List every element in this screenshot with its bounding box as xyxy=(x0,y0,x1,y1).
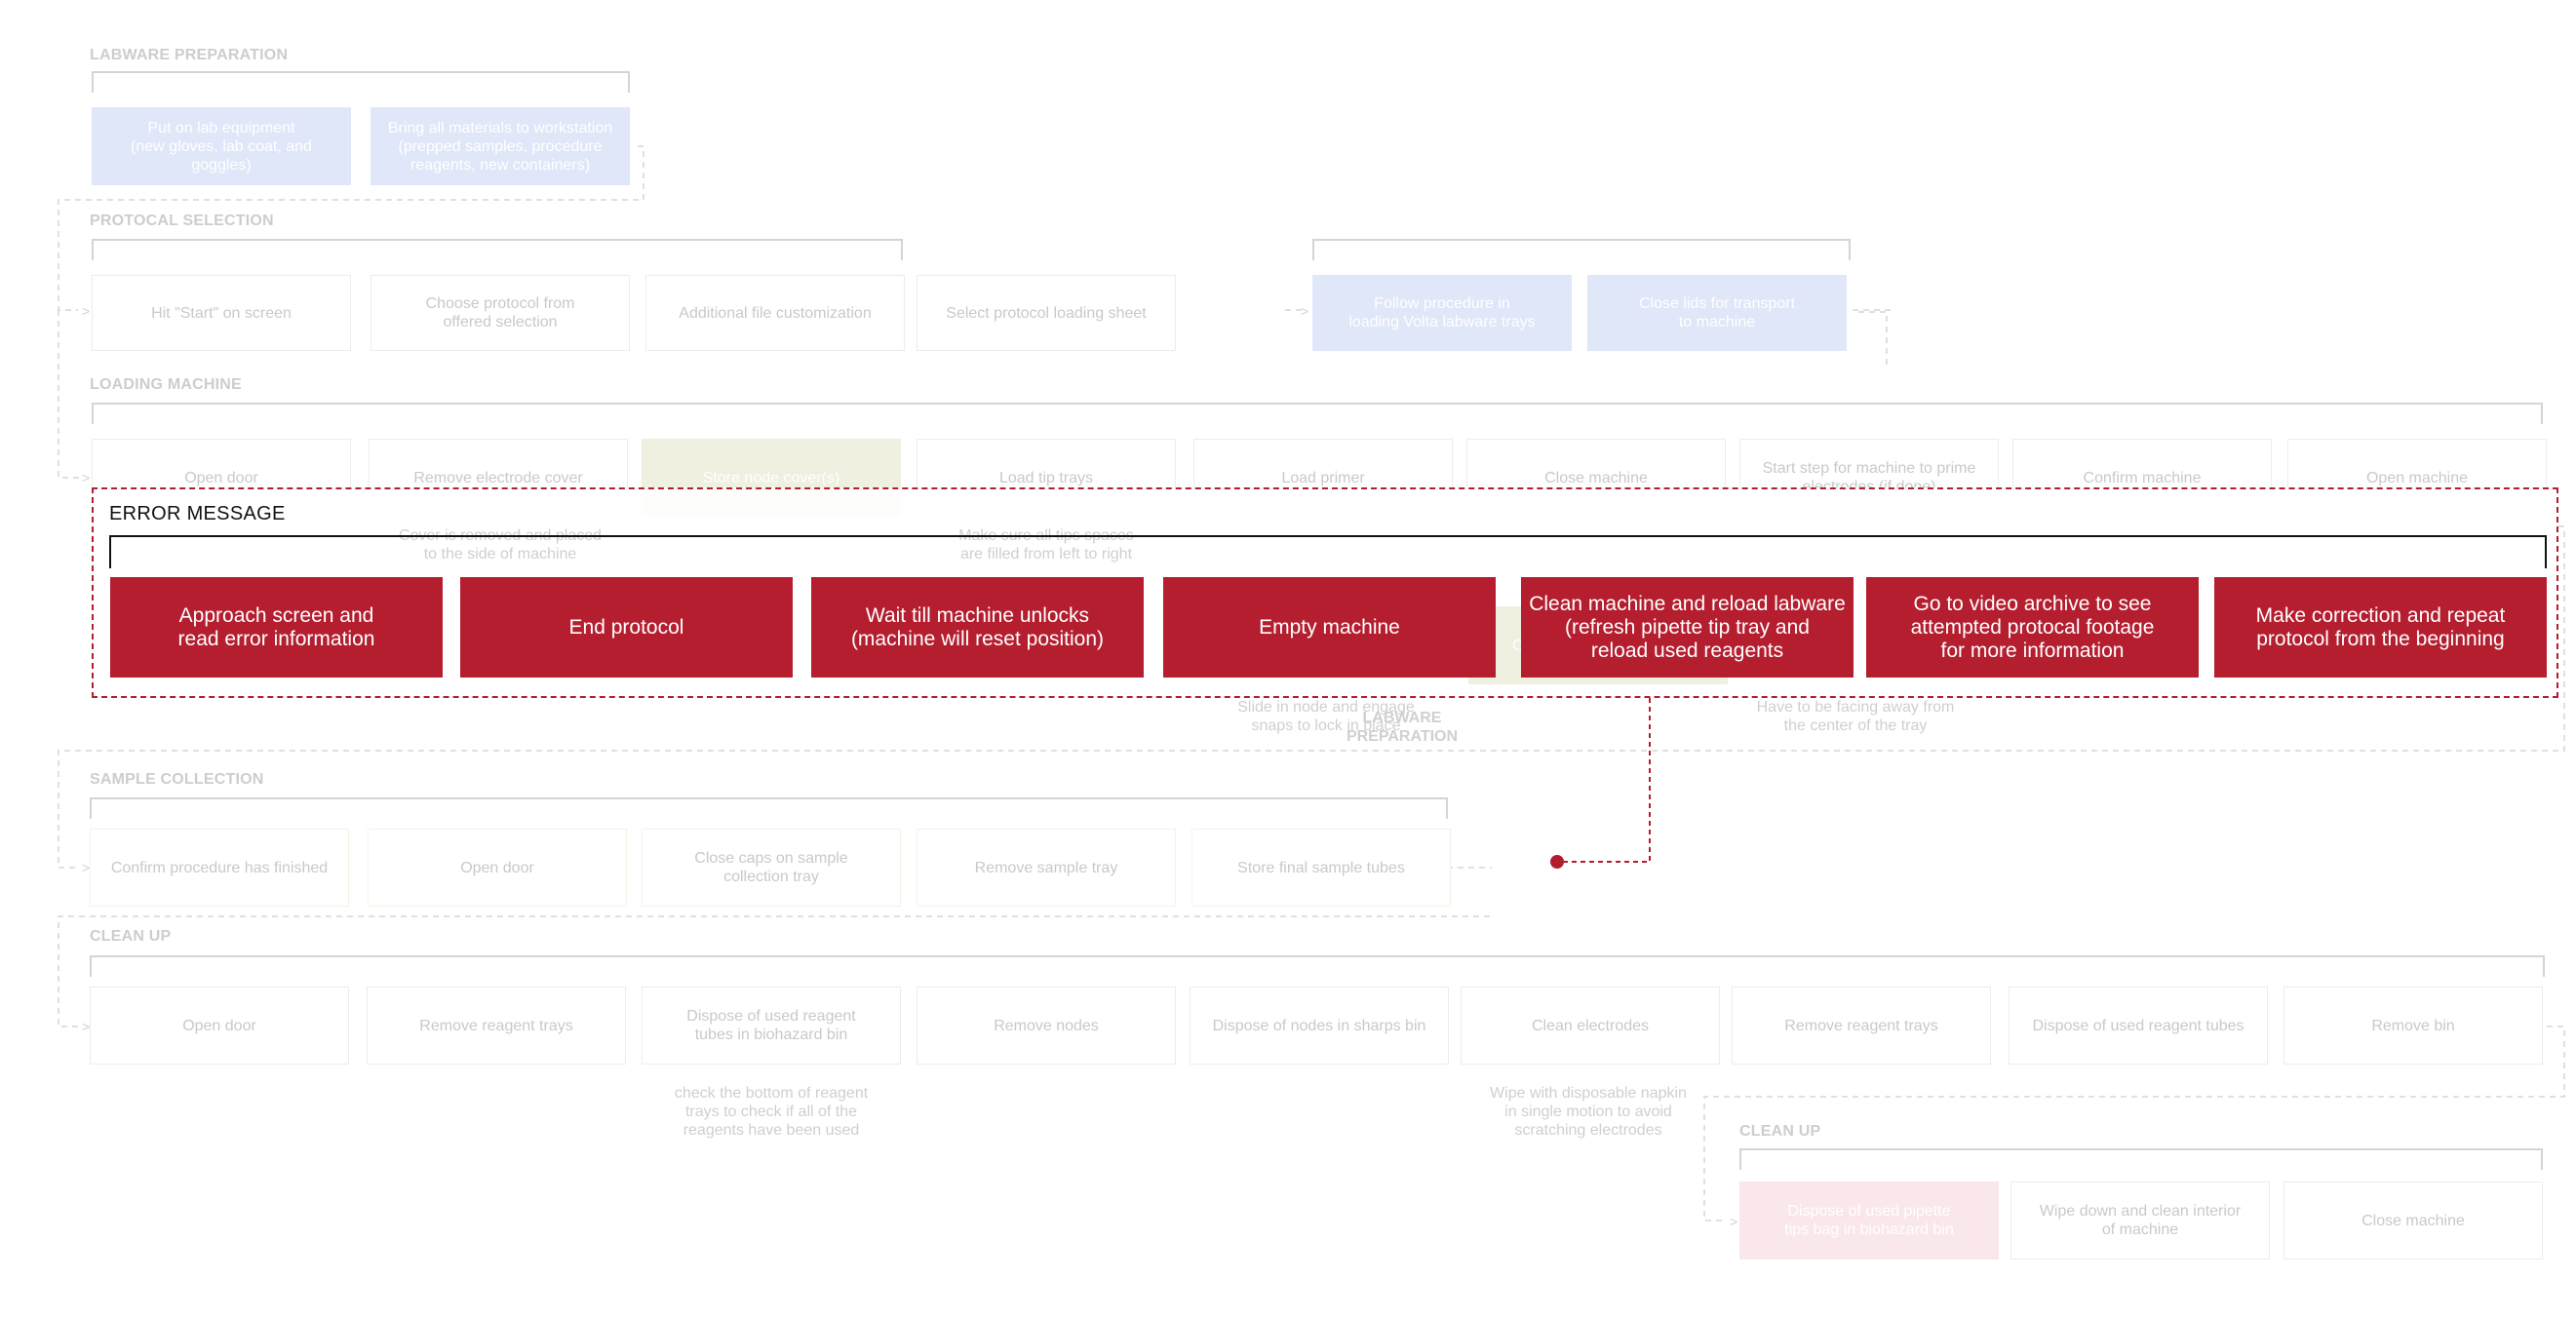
step-store-sample-tubes[interactable]: Store final sample tubes xyxy=(1191,829,1451,907)
error-message-label: ERROR MESSAGE xyxy=(109,503,286,524)
step-file-customization[interactable]: Additional file customization xyxy=(645,275,905,351)
section-label-sample-collection: SAMPLE COLLECTION xyxy=(90,771,264,788)
arrow-right-icon: > xyxy=(1301,303,1309,319)
step-hit-start[interactable]: Hit "Start" on screen xyxy=(92,275,351,351)
step-remove-nodes[interactable]: Remove nodes xyxy=(917,987,1176,1065)
step-wipe-interior[interactable]: Wipe down and clean interior of machine xyxy=(2010,1182,2270,1260)
arrow-right-icon: > xyxy=(1730,1214,1738,1229)
step-bring-materials[interactable]: Bring all materials to workstation (prep… xyxy=(371,107,630,185)
error-step-approach-screen[interactable]: Approach screen and read error informati… xyxy=(110,577,443,678)
section-bracket-cleanup-2 xyxy=(1739,1148,2543,1170)
section-bracket-labware xyxy=(92,71,630,93)
step-dispose-reagent-tubes[interactable]: Dispose of used reagent tubes xyxy=(2009,987,2268,1065)
error-step-clean-reload[interactable]: Clean machine and reload labware (refres… xyxy=(1521,577,1854,678)
step-remove-reagent-trays-2[interactable]: Remove reagent trays xyxy=(1732,987,1991,1065)
connector-loading-to-sample xyxy=(58,525,2565,869)
step-follow-volta-procedure[interactable]: Follow procedure in loading Volta labwar… xyxy=(1312,275,1572,351)
arrow-right-icon: > xyxy=(82,303,91,319)
step-remove-bin[interactable]: Remove bin xyxy=(2283,987,2543,1065)
error-step-make-correction[interactable]: Make correction and repeat protocol from… xyxy=(2214,577,2547,678)
step-sample-open-door[interactable]: Open door xyxy=(368,829,627,907)
arrow-right-icon: > xyxy=(82,470,91,485)
step-close-caps[interactable]: Close caps on sample collection tray xyxy=(642,829,901,907)
step-put-on-lab-equipment[interactable]: Put on lab equipment (new gloves, lab co… xyxy=(92,107,351,185)
connector-protocol-to-loading xyxy=(58,310,80,479)
step-remove-sample-tray[interactable]: Remove sample tray xyxy=(917,829,1176,907)
note-wipe-electrodes: Wipe with disposable napkin in single mo… xyxy=(1490,1085,1687,1139)
arrow-right-icon: > xyxy=(82,1019,91,1034)
error-step-end-protocol[interactable]: End protocol xyxy=(460,577,793,678)
error-step-empty-machine[interactable]: Empty machine xyxy=(1163,577,1496,678)
arrow-right-icon: > xyxy=(82,860,91,875)
note-slide-node: Slide in node and engage snaps to lock i… xyxy=(1237,699,1415,734)
error-return-dot xyxy=(1550,855,1564,869)
step-cleanup-close-machine[interactable]: Close machine xyxy=(2283,1182,2543,1260)
step-dispose-reagent-tubes-biohazard[interactable]: Dispose of used reagent tubes in biohaza… xyxy=(642,987,901,1065)
step-clean-electrodes[interactable]: Clean electrodes xyxy=(1461,987,1720,1065)
step-choose-protocol[interactable]: Choose protocol from offered selection xyxy=(371,275,630,351)
section-label-labware-preparation: LABWARE PREPARATION xyxy=(90,47,289,63)
step-select-loading-sheet[interactable]: Select protocol loading sheet xyxy=(917,275,1176,351)
section-bracket-sample xyxy=(90,797,1448,819)
section-bracket-protocol xyxy=(92,239,903,260)
step-close-lids[interactable]: Close lids for transport to machine xyxy=(1587,275,1847,351)
section-bracket-cleanup xyxy=(90,955,2545,977)
section-label-clean-up: CLEAN UP xyxy=(90,928,172,945)
error-step-video-archive[interactable]: Go to video archive to see attempted pro… xyxy=(1866,577,2199,678)
section-label-protocol-selection: PROTOCAL SELECTION xyxy=(90,213,274,229)
connector-sub-steps xyxy=(1858,311,1888,366)
section-label-clean-up-2: CLEAN UP xyxy=(1739,1123,1821,1140)
connector-cleanup-to-cleanup2 xyxy=(1703,1026,2565,1221)
section-label-loading-machine: LOADING MACHINE xyxy=(90,376,242,393)
section-bracket-protocol-sub xyxy=(1312,239,1851,260)
step-remove-reagent-trays[interactable]: Remove reagent trays xyxy=(367,987,626,1065)
note-labware-preparation: LABWARE PREPARATION xyxy=(1346,710,1459,745)
error-step-wait-unlock[interactable]: Wait till machine unlocks (machine will … xyxy=(811,577,1144,678)
error-return-line xyxy=(1558,698,1651,863)
step-dispose-nodes-sharps[interactable]: Dispose of nodes in sharps bin xyxy=(1190,987,1449,1065)
step-cleanup-open-door[interactable]: Open door xyxy=(90,987,349,1065)
note-check-reagent-trays: check the bottom of reagent trays to che… xyxy=(674,1085,869,1139)
error-message-bracket xyxy=(109,535,2547,568)
step-confirm-finished[interactable]: Confirm procedure has finished xyxy=(90,829,349,907)
step-dispose-pipette-tips[interactable]: Dispose of used pipette tips bag in bioh… xyxy=(1739,1182,1999,1260)
connector-labware-to-protocol xyxy=(58,145,644,311)
section-bracket-loading xyxy=(92,403,2543,424)
note-facing-away: Have to be facing away from the center o… xyxy=(1756,699,1955,734)
